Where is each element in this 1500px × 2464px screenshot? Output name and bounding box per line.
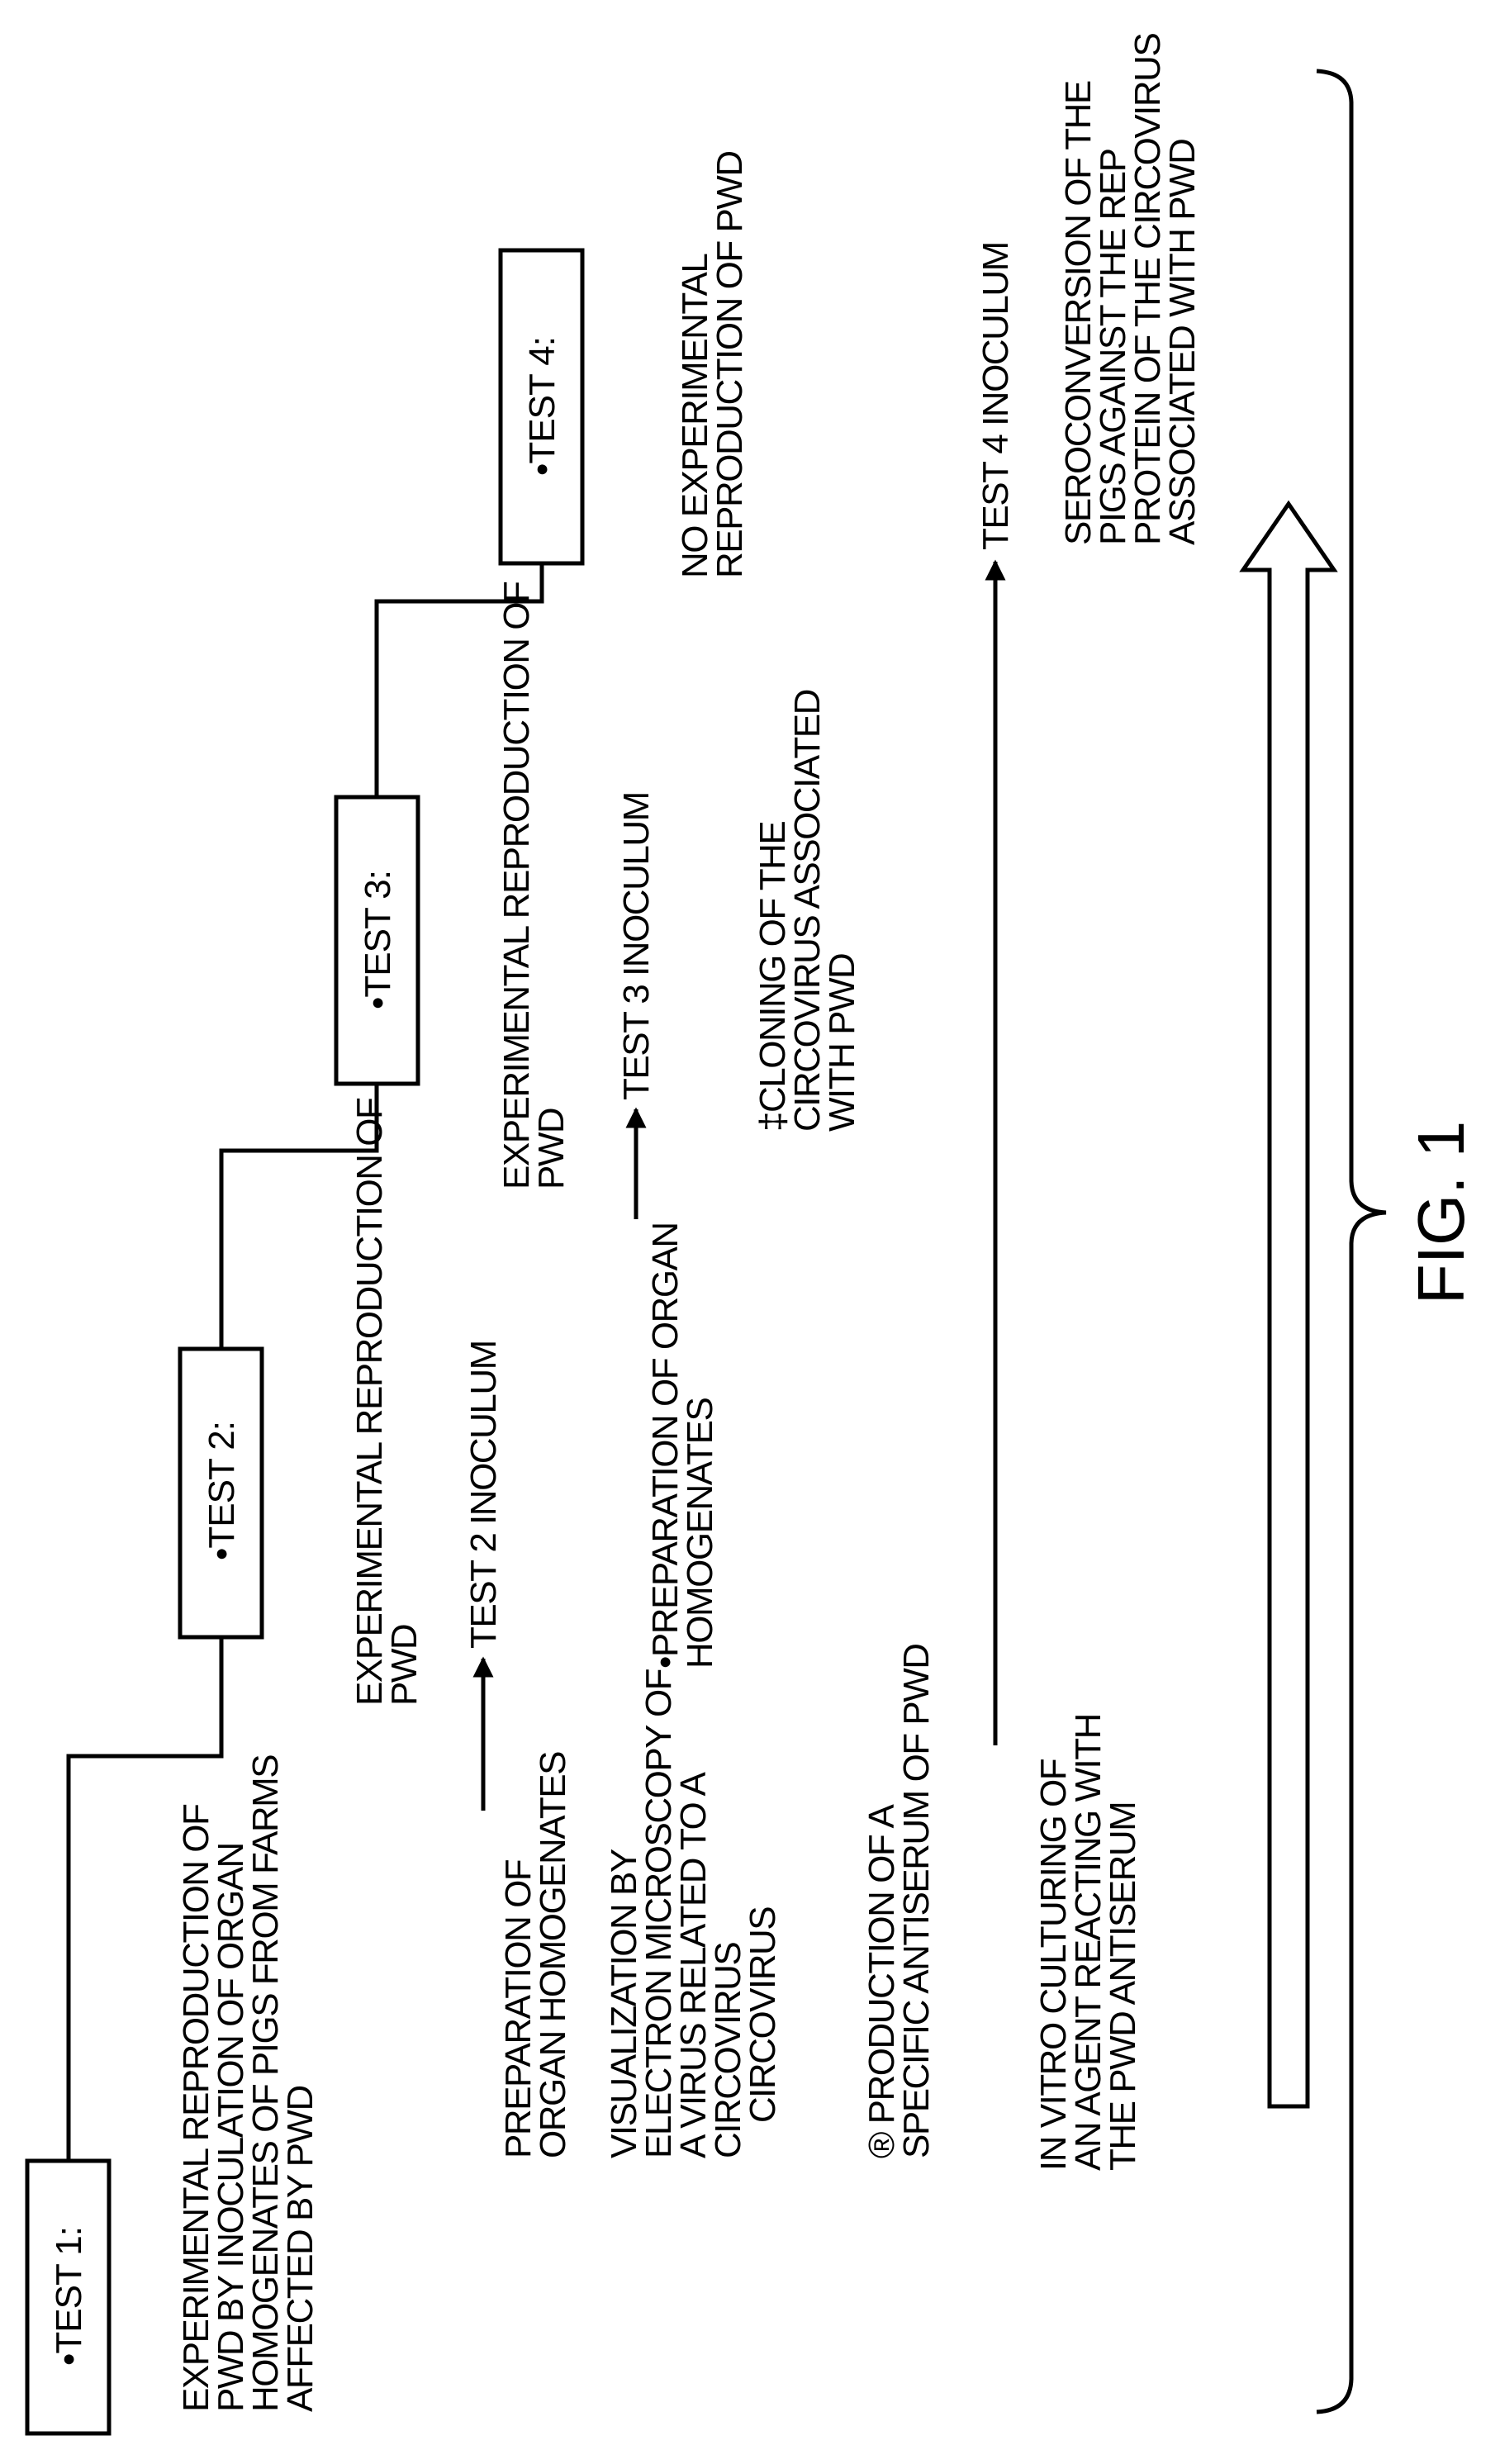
test-4-step-seroconversion: SEROCONVERSION OF THE PIGS AGAINST THE R… <box>1058 25 1203 545</box>
test-1-description: EXPERIMENTAL REPRODUCTION OF PWD BY INOC… <box>176 1746 320 2412</box>
test-1-label: •TEST 1: <box>49 2227 89 2366</box>
test-4-box: •TEST 4: <box>501 250 582 563</box>
test-4-description: NO EXPERIMENTAL REPRODUCTION OF PWD <box>675 151 750 578</box>
test-2-step-antiserum: ® PRODUCTION OF A SPECIFIC ANTISERUM OF … <box>862 1644 937 2158</box>
test-4-label: •TEST 4: <box>522 337 562 476</box>
test-3-description: EXPERIMENTAL REPRODUCTION OF PWD <box>496 573 572 1189</box>
test-1-box: •TEST 1: <box>27 2161 109 2433</box>
test-4-inoculum: TEST 4 INOCULUM <box>975 242 1016 550</box>
test-3-inoculum: TEST 3 INOCULUM <box>616 792 657 1100</box>
figure-caption: FIG. 1 <box>1404 1121 1478 1304</box>
test-2-inoculum: TEST 2 INOCULUM <box>463 1341 504 1649</box>
test-3-step-cloning: ‡CLONING OF THE CIRCOVIRUS ASSOCIATED WI… <box>752 681 862 1132</box>
test-2-description: EXPERIMENTAL REPRODUCTION OF PWD <box>349 1090 425 1706</box>
test-2-box: •TEST 2: <box>180 1349 262 1637</box>
test-3-label: •TEST 3: <box>358 871 398 1009</box>
test-2-label: •TEST 2: <box>202 1422 242 1560</box>
brace <box>1317 71 1386 2412</box>
test-3-step-preparation: •PREPARATION OF ORGAN HOMOGENATES <box>645 1214 720 1669</box>
test-2-step-preparation: PREPARATION OF ORGAN HOMOGENATES <box>498 1752 573 2158</box>
test-2-step-visualization: VISUALIZATION BY ELECTRON MICROSCOPY OF … <box>604 1660 783 2158</box>
test-4-step-culturing: IN VITRO CULTURING OF AN AGENT REACTING … <box>1033 1705 1143 2171</box>
progression-arrow <box>1243 504 1334 2106</box>
test-3-box: •TEST 3: <box>336 797 418 1084</box>
